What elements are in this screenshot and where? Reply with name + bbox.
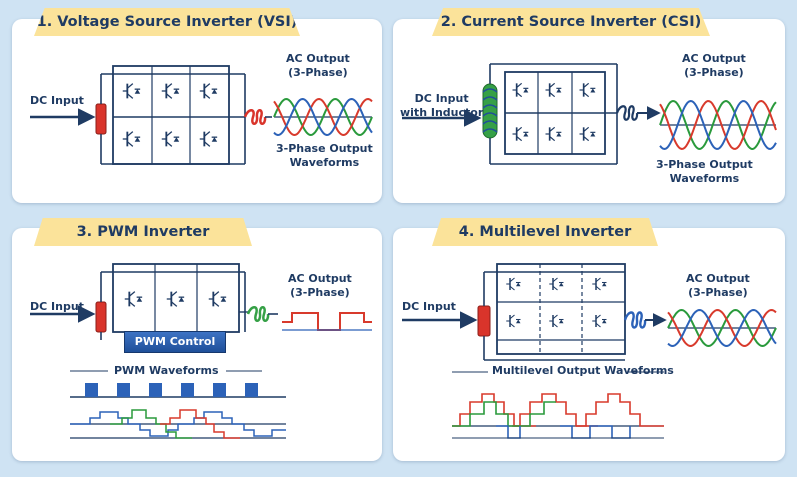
ml-inductor (623, 311, 647, 329)
pwm-phase-green (110, 409, 192, 439)
ml-capacitor (477, 305, 491, 337)
phase-red-wave (667, 308, 777, 348)
pwm-capacitor (95, 301, 107, 333)
vsi-bridge (112, 65, 230, 165)
vsi-capacitor (95, 103, 107, 135)
multilevel-panel (393, 228, 785, 461)
phase-red-wave (273, 97, 373, 137)
phase-green-wave (659, 99, 777, 151)
pwm-output-label: AC Output (3-Phase) (288, 272, 352, 299)
csi-diagram (402, 63, 661, 165)
pwm-inductor (246, 306, 270, 322)
pwm-control-box: PWM Control (124, 331, 226, 353)
pwm-pulse (85, 383, 98, 397)
pwm-output-wave (282, 312, 372, 331)
ml-output-label: AC Output (3-Phase) (686, 272, 750, 299)
pwm-pulse (181, 383, 194, 397)
phase-red-wave (659, 99, 777, 151)
ml-phase-red (512, 393, 598, 427)
vsi-title: 1. Voltage Source Inverter (VSI) (34, 8, 300, 36)
vsi-panel (12, 19, 382, 203)
pwm-title: 3. PWM Inverter (34, 218, 252, 246)
ml-output-waveforms (667, 308, 777, 348)
csi-output-waveforms (659, 99, 777, 151)
multilevel-title: 4. Multilevel Inverter (432, 218, 658, 246)
vsi-diagram (30, 65, 272, 165)
multilevel-diagram (402, 263, 667, 439)
ml-caption: Multilevel Output Waveforms (492, 364, 674, 377)
pwm-pulse (117, 383, 130, 397)
phase-blue-wave (667, 308, 777, 348)
csi-output-label: AC Output (3-Phase) (682, 52, 746, 79)
vsi-caption: 3-Phase Output Waveforms (276, 142, 373, 169)
pwm-bridge (112, 263, 240, 333)
ml-phase-red (576, 393, 664, 427)
pwm-pulse (149, 383, 162, 397)
csi-output-inductor (615, 105, 639, 121)
csi-input-label: DC Input with Inductor (400, 92, 484, 119)
csi-panel (393, 19, 785, 203)
pwm-phase-blue (70, 411, 286, 437)
pwm-caption: PWM Waveforms (114, 364, 219, 377)
ml-input-label: DC Input (402, 300, 456, 313)
ml-phase-green (452, 401, 556, 427)
phase-blue-wave (659, 99, 777, 151)
phase-green-wave (273, 97, 373, 137)
vsi-output-waveforms (273, 97, 373, 137)
pwm-phase-red (160, 409, 240, 439)
csi-caption: 3-Phase Output Waveforms (656, 158, 753, 185)
ml-phase-blue (496, 425, 631, 439)
ml-bridge (496, 263, 626, 355)
vsi-input-label: DC Input (30, 94, 84, 107)
pwm-pulse (245, 383, 258, 397)
ml-phase-red (452, 393, 536, 427)
pwm-pulse (213, 383, 226, 397)
vsi-output-label: AC Output (3-Phase) (286, 52, 350, 79)
vsi-inductor (243, 109, 267, 125)
csi-title: 2. Current Source Inverter (CSI) (432, 8, 710, 36)
phase-green-wave (667, 308, 777, 348)
pwm-diagram (30, 263, 372, 439)
phase-blue-wave (273, 97, 373, 137)
pwm-input-label: DC Input (30, 300, 84, 313)
